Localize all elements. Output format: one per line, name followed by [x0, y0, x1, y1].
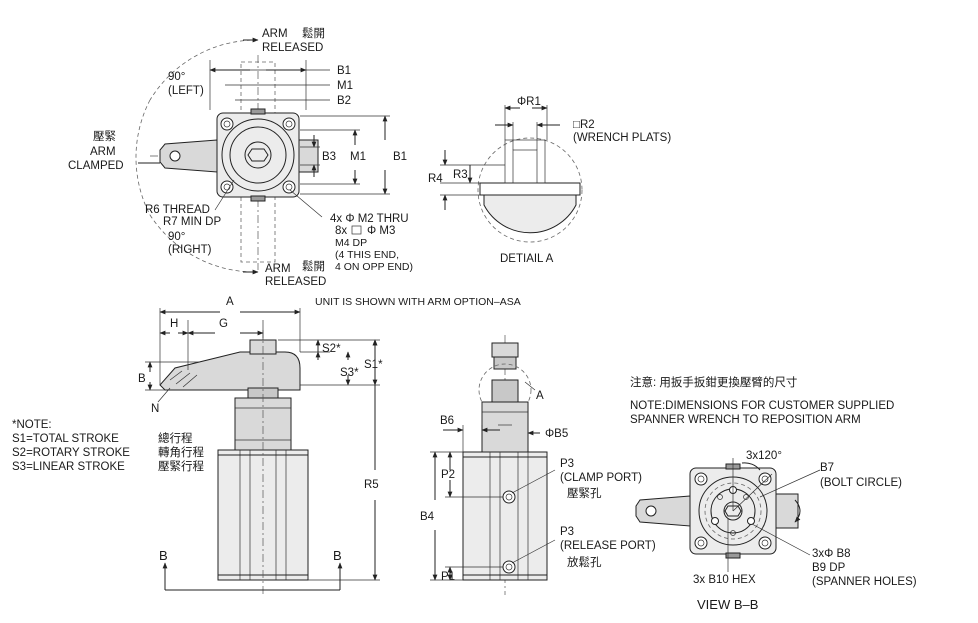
clamped-zh: 壓緊: [93, 130, 116, 143]
b1-side-label: B1: [393, 151, 407, 163]
view-bb-note-en-1: NOTE:DIMENSIONS FOR CUSTOMER SUPPLIED: [630, 400, 894, 412]
section-left-label: B: [159, 548, 168, 563]
clamp-arm: [159, 351, 301, 391]
side-view: A B6 ΦB5 P2 B4 P1 P3 (CLAMP PORT) 壓緊孔 P3…: [420, 335, 656, 595]
notes-line3-zh: 壓緊行程: [158, 460, 204, 473]
dim-p2-label: P2: [441, 469, 455, 481]
holes-label-2a: 8x: [335, 225, 347, 237]
b1-top-label: B1: [337, 65, 351, 77]
left-angle-label-2: (LEFT): [168, 85, 204, 97]
bb-b7-note: (BOLT CIRCLE): [820, 477, 902, 489]
dim-b6-label: B6: [440, 415, 454, 427]
holes-label-4: (4 THIS END,: [335, 249, 399, 261]
dim-b5-label: ΦB5: [545, 428, 568, 440]
bb-b9-label: B9 DP: [812, 562, 846, 574]
dim-b-label: B: [138, 373, 146, 385]
arm-released-top-label-2: RELEASED: [262, 42, 323, 54]
holes-label-2b: Φ M3: [367, 225, 395, 237]
b3-label: B3: [322, 151, 336, 163]
holes-label-3: M4 DP: [335, 237, 367, 249]
detail-r1-label: ΦR1: [517, 96, 541, 108]
right-angle-label-2: (RIGHT): [168, 244, 212, 256]
dim-g-label: G: [219, 318, 228, 330]
bb-b10-label: 3x B10 HEX: [693, 574, 756, 586]
holes-label-5: 4 ON OPP END): [335, 261, 413, 273]
release-port-label-1: P3: [560, 526, 574, 538]
arm-released-bottom-zh: 鬆開: [302, 259, 325, 273]
stroke-notes: *NOTE: S1=TOTAL STROKE 總行程 S2=ROTARY STR…: [12, 419, 204, 473]
top-view: ARM 鬆開 RELEASED 90° (LEFT) 壓緊 ARM CLAMPE…: [68, 26, 413, 288]
detail-r2-note: (WRENCH PLATS): [573, 132, 671, 144]
thread-label-2: R7 MIN DP: [163, 216, 221, 228]
notes-line1-zh: 總行程: [158, 431, 193, 445]
notes-line1-en: S1=TOTAL STROKE: [12, 433, 119, 445]
view-bb-caption: VIEW B–B: [697, 597, 758, 612]
notes-line2-en: S2=ROTARY STROKE: [12, 447, 130, 459]
arm-released-bottom-label: ARM: [265, 263, 291, 275]
arm-released-bottom-label-2: RELEASED: [265, 276, 326, 288]
dim-a-label: A: [226, 296, 234, 308]
bb-b9-note: (SPANNER HOLES): [812, 576, 917, 588]
m1-top-label: M1: [337, 80, 353, 92]
clamp-port: [502, 490, 516, 504]
holes-label-1: 4x Φ M2 THRU: [330, 213, 409, 225]
left-angle-label: 90°: [168, 71, 185, 83]
clamp-port-label-2: (CLAMP PORT): [560, 472, 642, 484]
dim-p1-label: P1: [441, 571, 455, 583]
detail-a: ΦR1 □R2 (WRENCH PLATS) R3 R4 DETIAIL A: [428, 96, 671, 265]
detail-r4-label: R4: [428, 173, 443, 185]
thread-label-1: R6 THREAD: [145, 204, 210, 216]
dim-r5-label: R5: [364, 479, 379, 491]
clamp-port-zh: 壓緊孔: [567, 487, 602, 500]
bb-angle-label: 3x120°: [746, 450, 782, 462]
dim-s3-label: S3*: [340, 367, 359, 379]
clamped-label-1: ARM: [90, 146, 116, 158]
clamped-label-2: CLAMPED: [68, 160, 124, 172]
release-port-zh: 放鬆孔: [567, 555, 602, 569]
clamp-port-label-1: P3: [560, 458, 574, 470]
view-bb-note-en-2: SPANNER WRENCH TO REPOSITION ARM: [630, 414, 861, 426]
release-port-label-2: (RELEASE PORT): [560, 540, 656, 552]
dim-s1-label: S1*: [364, 359, 383, 371]
view-bb-note-zh: 注意: 用扳手扳鉗更換壓臂的尺寸: [630, 375, 797, 389]
arm-released-top-label: ARM: [262, 28, 288, 40]
m1-side-label: M1: [350, 151, 366, 163]
right-angle-label: 90°: [168, 231, 185, 243]
front-view: UNIT IS SHOWN WITH ARM OPTION–ASA: [138, 296, 521, 595]
notes-line3-en: S3=LINEAR STROKE: [12, 461, 125, 473]
b2-label: B2: [337, 95, 351, 107]
view-bb: 注意: 用扳手扳鉗更換壓臂的尺寸 NOTE:DIMENSIONS FOR CUS…: [630, 375, 917, 612]
arm-released-top-zh: 鬆開: [302, 26, 325, 40]
detail-a-caption: DETIAIL A: [500, 253, 554, 265]
dim-b4-label: B4: [420, 511, 435, 523]
dim-s2-label: S2*: [322, 343, 341, 355]
bb-b8-label: 3xΦ B8: [812, 548, 851, 560]
notes-line2-zh: 轉角行程: [158, 446, 204, 459]
side-detail-ref: A: [536, 390, 544, 402]
bb-b7-label: B7: [820, 462, 834, 474]
detail-r3-label: R3: [453, 169, 468, 181]
dim-h-label: H: [170, 318, 178, 330]
dim-n-label: N: [151, 403, 159, 415]
detail-r2-label: □R2: [573, 119, 595, 131]
section-right-label: B: [333, 548, 342, 563]
notes-heading: *NOTE:: [12, 419, 52, 431]
release-port: [502, 560, 516, 574]
unit-note: UNIT IS SHOWN WITH ARM OPTION–ASA: [315, 296, 521, 308]
